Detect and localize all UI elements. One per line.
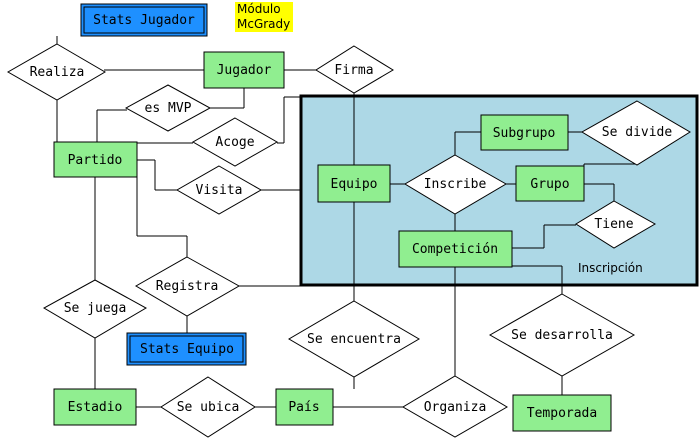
relation-realiza[interactable]: Realiza <box>6 43 106 101</box>
entity-estadio[interactable]: Estadio <box>53 388 137 426</box>
module-stats-equipo[interactable]: Stats Equipo <box>126 332 247 366</box>
module-stats-jugador[interactable]: Stats Jugador <box>80 3 208 37</box>
connector-lines <box>56 36 637 408</box>
relation-inscribe-label: Inscribe <box>424 177 487 192</box>
relation-registra[interactable]: Registra <box>135 256 241 317</box>
entity-jugador[interactable]: Jugador <box>203 51 285 89</box>
entity-temporada[interactable]: Temporada <box>512 394 612 432</box>
entity-pais-label: País <box>288 400 319 415</box>
relation-se-juega-label: Se juega <box>64 301 127 316</box>
entity-estadio-label: Estadio <box>68 400 123 415</box>
relation-se-desarrolla[interactable]: Se desarrolla <box>488 293 636 377</box>
entity-grupo-label: Grupo <box>530 177 569 192</box>
relation-se-encuentra[interactable]: Se encuentra <box>288 300 420 378</box>
relation-se-encuentra-label: Se encuentra <box>307 332 401 347</box>
relation-organiza[interactable]: Organiza <box>402 375 508 438</box>
entity-grupo[interactable]: Grupo <box>515 165 585 202</box>
relation-tiene-label: Tiene <box>594 217 633 232</box>
entity-subgrupo[interactable]: Subgrupo <box>480 114 569 151</box>
entity-temporada-label: Temporada <box>527 406 597 421</box>
relation-se-juega[interactable]: Se juega <box>42 279 148 339</box>
relation-se-divide[interactable]: Se divide <box>581 100 691 166</box>
entity-competicion-label: Competición <box>412 242 498 257</box>
relation-firma-label: Firma <box>334 63 373 78</box>
entity-pais[interactable]: País <box>275 388 334 426</box>
relation-se-ubica[interactable]: Se ubica <box>160 376 256 438</box>
module-label-line1: Módulo <box>237 2 281 16</box>
relation-es-mvp-label: es MVP <box>145 101 192 116</box>
relation-firma[interactable]: Firma <box>315 45 394 94</box>
module-label-line2: McGrady <box>237 17 290 31</box>
entity-equipo-label: Equipo <box>331 177 378 192</box>
module-stats-equipo-label: Stats Equipo <box>140 342 234 357</box>
relation-se-desarrolla-label: Se desarrolla <box>511 328 613 343</box>
relation-es-mvp[interactable]: es MVP <box>124 84 212 132</box>
relation-acoge[interactable]: Acoge <box>191 117 279 167</box>
entity-equipo[interactable]: Equipo <box>317 164 391 203</box>
relation-visita[interactable]: Visita <box>175 165 263 215</box>
relation-tiene[interactable]: Tiene <box>575 200 657 249</box>
entity-competicion[interactable]: Competición <box>398 230 513 268</box>
module-stats-jugador-label: Stats Jugador <box>93 13 195 28</box>
entity-subgrupo-label: Subgrupo <box>493 126 556 141</box>
relation-inscribe[interactable]: Inscribe <box>404 154 507 215</box>
relation-registra-label: Registra <box>156 279 219 294</box>
module-inscripcion-label: Inscripción <box>578 261 643 275</box>
relation-visita-label: Visita <box>196 183 243 198</box>
entity-partido-label: Partido <box>68 153 123 168</box>
relation-se-ubica-label: Se ubica <box>177 400 240 415</box>
entity-jugador-label: Jugador <box>217 63 272 78</box>
relation-organiza-label: Organiza <box>424 400 487 415</box>
entity-partido[interactable]: Partido <box>53 141 138 178</box>
module-highlight <box>235 2 293 32</box>
relation-acoge-label: Acoge <box>215 135 254 150</box>
relation-realiza-label: Realiza <box>30 65 85 80</box>
relation-se-divide-label: Se divide <box>602 125 673 140</box>
